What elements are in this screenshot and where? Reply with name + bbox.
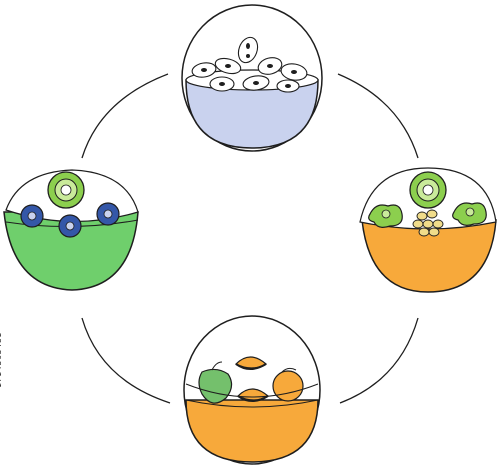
blueberry [20,204,44,228]
pea-pod [452,202,487,226]
right-bowl-body [361,219,497,293]
top-bowl-body [185,79,319,149]
rice-seeds [201,43,297,88]
blueberry [96,202,120,226]
arc-top-to-right [337,73,419,159]
bottom-bowl-pear-orange [183,315,321,465]
left-bowl-body [3,211,139,291]
bottom-bowl-rim [185,399,319,408]
blueberry [58,214,82,238]
kiwi-slice [409,171,447,209]
arc-right-to-bottom [339,317,419,404]
kiwi-slice [47,171,85,209]
top-rim-curve [185,383,319,398]
orange-fruit [272,367,304,402]
bottom-bowl-body [185,399,319,463]
rice-grain [237,36,259,64]
stock-image-id-text: 1714363481 [0,332,3,388]
cycle-connector-arcs [81,73,419,404]
top-bowl-rice [181,4,323,152]
left-bowl-kiwi-blueberries [3,169,139,291]
fruit-wedge [234,356,268,370]
arc-left-to-top [81,73,169,159]
corn-kernels [412,209,444,237]
right-bowl-kiwi-peas-corn [359,167,497,293]
arc-bottom-to-left [81,317,171,404]
pea-pod [368,204,403,228]
